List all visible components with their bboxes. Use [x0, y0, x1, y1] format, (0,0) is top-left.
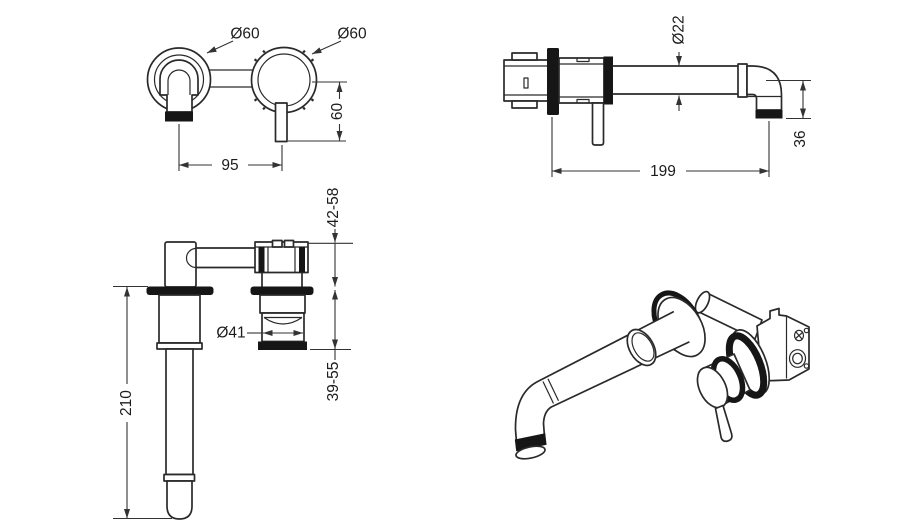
iso-valve-port-inner — [792, 352, 803, 365]
iso-spout-collar-inner — [631, 332, 655, 362]
isometric-view — [514, 290, 810, 460]
handle-stem-side — [591, 102, 605, 146]
drop-extension-lines — [766, 79, 811, 120]
connector-bars — [209, 69, 253, 88]
iso-outlet-lip — [515, 445, 546, 460]
valve-neck-lines — [261, 271, 303, 288]
wall-flange-black — [547, 48, 559, 115]
spout-arm-lines — [195, 247, 259, 269]
spout-elbow — [746, 65, 783, 111]
dim-label-spout-reach: 199 — [650, 163, 676, 180]
valve-top-tab-right — [283, 239, 295, 248]
cartridge-black-band — [258, 341, 307, 350]
outlet-black-tip — [755, 110, 783, 119]
dim-label-body-length: 210 — [118, 390, 135, 416]
handle-drop-extension-lines — [288, 81, 347, 142]
spout-front-outline — [159, 59, 199, 113]
section-view: 210 42-58 39-55 Ø41 — [113, 188, 353, 520]
handle-trim-grip-ticks — [253, 49, 315, 111]
iso-bracket-hole-top — [803, 327, 810, 334]
valve-clamp-black-left — [258, 247, 265, 273]
spout-body-cylinder — [158, 294, 201, 344]
spout-wall-flange — [146, 286, 214, 295]
dim-label-centres-width: 95 — [221, 157, 238, 174]
iso-spout-outline — [514, 311, 690, 444]
iso-bracket-hole-bottom — [803, 363, 810, 369]
spout-collar — [737, 63, 748, 98]
depth-bottom-extension — [310, 348, 351, 360]
spout-pipe-lines — [612, 65, 739, 95]
valve-clamp-inner-lines — [267, 247, 296, 273]
dim-label-outlet-drop: 36 — [792, 130, 809, 147]
tube-end-cap — [166, 480, 193, 520]
dim-label-trim-diameter: Ø41 — [216, 325, 245, 342]
iso-spout-fill — [515, 311, 689, 443]
valve-top-tab-left — [271, 239, 283, 248]
rough-in-detail-lines — [504, 65, 548, 96]
cartridge-neck — [259, 294, 306, 314]
dim-label-spout-trim-diameter: Ø60 — [230, 26, 260, 43]
tube-end-ring — [163, 473, 196, 482]
dim-label-wall-depth-handle: 42-58 — [325, 188, 342, 228]
iso-screw-port — [793, 329, 805, 342]
leader-dia-spout — [206, 40, 234, 54]
reach-extension-lines — [551, 117, 770, 177]
valve-clamp-black-right — [299, 247, 305, 273]
iso-valve-port-outer — [788, 349, 807, 368]
front-view: Ø60 Ø60 95 60 — [146, 26, 367, 174]
spout-base-body — [558, 57, 605, 104]
rough-in-slot — [523, 77, 529, 89]
dim-label-spout-diameter: Ø22 — [671, 15, 688, 44]
cartridge-lens-detail — [263, 316, 303, 325]
handle-trim-inner-circle — [257, 53, 311, 107]
iso-elbow-collar-marks — [542, 378, 560, 404]
base-black-ring — [603, 56, 613, 105]
dim-label-wall-depth-spout: 39-55 — [325, 362, 342, 402]
spout-inlet-tube — [165, 348, 194, 476]
rough-in-tab-top — [511, 52, 538, 61]
dim-label-handle-drop: 60 — [329, 103, 346, 121]
length-extension-lines — [113, 285, 172, 520]
rough-in-tab-bottom — [511, 100, 538, 109]
spout-base-details — [559, 58, 604, 103]
spout-arm-elbow-arc — [185, 247, 197, 269]
spout-outlet-black-tip — [165, 111, 193, 122]
iso-outlet-black-band — [514, 433, 547, 452]
iso-lever-rod — [714, 404, 733, 443]
handle-lever-front — [274, 102, 288, 143]
leader-dia-handle — [311, 40, 342, 55]
spout-front-inner-arc — [167, 69, 191, 95]
dim-label-handle-trim-diameter: Ø60 — [337, 26, 367, 43]
iso-screw-cross — [795, 331, 803, 340]
spout-body-collar — [156, 342, 203, 350]
valve-wall-flange — [250, 286, 314, 295]
side-view: Ø22 199 36 — [503, 15, 811, 180]
spout-elbow-body-top — [164, 241, 197, 288]
